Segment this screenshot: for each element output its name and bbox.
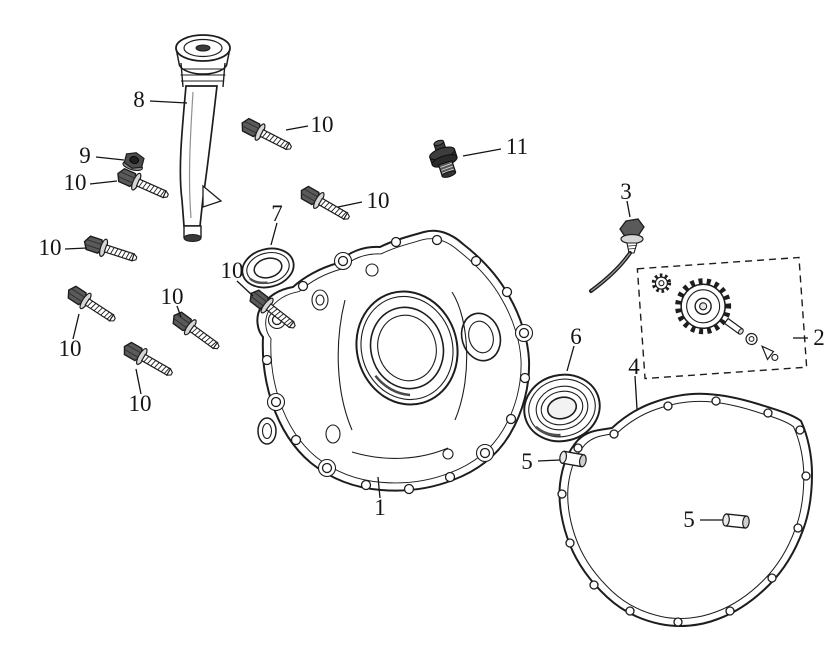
cover-drain-boss <box>257 417 277 445</box>
callout-bolt-c: 10 <box>367 188 390 213</box>
callout-bolt-b: 10 <box>64 170 87 195</box>
governor-shaft-pin <box>723 317 744 335</box>
flange-bolt-h <box>119 338 177 383</box>
leader-bolt-a <box>285 125 309 131</box>
callout-bolt-d: 10 <box>39 235 62 260</box>
callout-part-11: 11 <box>506 134 528 159</box>
dowel-pin-upper <box>559 450 587 468</box>
governor-washer <box>745 332 758 346</box>
dipstick-bolt <box>589 218 645 293</box>
leader-bolt-b <box>89 180 118 185</box>
callout-bolt-g: 10 <box>59 336 82 361</box>
callout-part-5b: 5 <box>683 507 695 532</box>
callout-part-4: 4 <box>628 354 640 379</box>
leader-part-4 <box>634 375 638 410</box>
flange-bolt-b <box>113 164 173 205</box>
leader-lines <box>64 100 808 521</box>
callout-part-8: 8 <box>133 87 145 112</box>
leader-bolt-g <box>72 313 80 340</box>
leader-part-8 <box>149 100 188 104</box>
flange-bolt-d <box>81 232 140 268</box>
cover-casting-details <box>311 263 468 460</box>
cover-gasket <box>557 392 813 628</box>
flange-bolt-a <box>237 114 296 157</box>
filler-cap <box>175 34 231 75</box>
flange-bolt-f <box>168 307 225 356</box>
leader-part-7 <box>270 222 278 246</box>
leader-part-1 <box>377 476 381 499</box>
leader-part-9 <box>95 156 125 161</box>
crankcase-cover <box>256 229 534 495</box>
leader-bolt-c <box>337 201 363 208</box>
pinion-gear <box>651 273 672 293</box>
drain-plug <box>429 139 458 178</box>
flange-nut <box>122 152 145 172</box>
leader-bolt-f <box>176 305 182 318</box>
callout-part-9: 9 <box>79 143 91 168</box>
flange-bolt-c <box>296 182 354 227</box>
oil-seal <box>241 247 295 289</box>
leader-part-5a <box>537 459 561 462</box>
ball-bearing <box>523 373 601 443</box>
governor-gear-assembly <box>636 256 808 380</box>
dowel-pin-lower <box>722 513 750 529</box>
callout-bolt-f: 10 <box>161 284 184 309</box>
dashed-assembly-box <box>636 256 808 380</box>
callout-part-3: 3 <box>620 179 632 204</box>
callout-bolt-a: 10 <box>311 112 334 137</box>
leader-bolt-e <box>236 280 254 297</box>
callout-part-5a: 5 <box>521 449 533 474</box>
governor-clip <box>760 345 779 361</box>
leader-bolt-d <box>64 247 88 250</box>
callout-bolt-e: 10 <box>221 258 244 283</box>
callout-part-1: 1 <box>374 495 386 520</box>
callout-part-2: 2 <box>813 325 825 350</box>
leader-part-11 <box>462 148 502 157</box>
gasket-bolt-holes <box>557 396 811 627</box>
cover-bolt-holes <box>261 234 531 495</box>
oil-filler-tube <box>175 34 231 243</box>
flange-bolt-g <box>63 281 121 328</box>
callout-labels: 8 10 9 10 11 3 10 7 10 10 10 2 6 10 4 10… <box>39 87 825 532</box>
leader-part-6 <box>566 345 575 372</box>
cover-secondary-boss <box>460 312 502 362</box>
governor-gear <box>675 278 732 335</box>
leader-bolt-h <box>135 368 142 395</box>
callout-part-7: 7 <box>271 201 283 226</box>
cover-main-bore <box>355 290 459 406</box>
callout-part-6: 6 <box>570 324 582 349</box>
callout-bolt-h: 10 <box>129 391 152 416</box>
leader-part-3 <box>626 200 631 218</box>
